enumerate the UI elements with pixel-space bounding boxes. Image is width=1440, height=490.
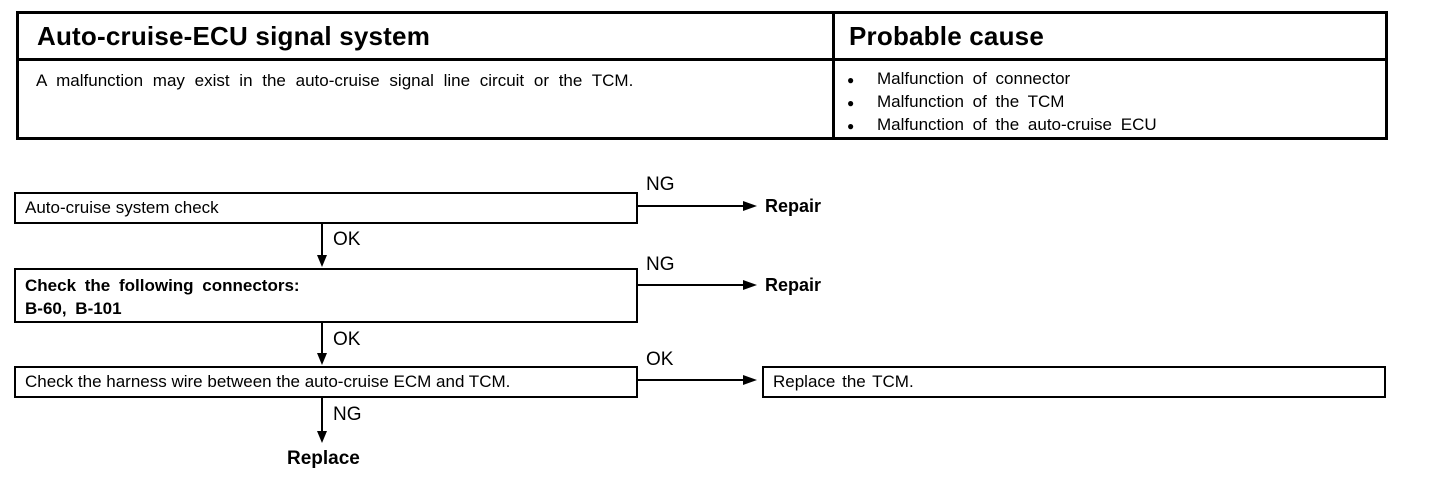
ng-label-step-3: NG [333, 404, 362, 425]
cause-text: Malfunction of connector [877, 69, 1071, 88]
arrow-line [321, 398, 323, 431]
arrow-head-icon [743, 201, 757, 211]
ng-label-step-1: NG [646, 174, 675, 195]
bullet-icon: ● [847, 96, 855, 110]
arrow-head-icon [743, 375, 757, 385]
header-table: Auto-cruise-ECU signal system Probable c… [16, 11, 1388, 140]
flow-step-2-box: Check the following connectors: B-60, B-… [14, 268, 638, 323]
ng-label-step-2: NG [646, 254, 675, 275]
probable-cause-title: Probable cause [849, 21, 1044, 51]
bullet-icon: ● [847, 73, 855, 87]
replace-tcm-box: Replace the TCM. [762, 366, 1386, 398]
arrow-line [638, 379, 743, 381]
replace-action-final: Replace [287, 448, 360, 469]
table-column-divider [832, 14, 835, 137]
arrow-down-step-2 [316, 323, 328, 365]
cause-item: ● Malfunction of the auto-cruise ECU [847, 114, 1387, 137]
system-title: Auto-cruise-ECU signal system [37, 21, 431, 51]
repair-action-step-2: Repair [765, 275, 822, 295]
arrow-head-icon [743, 280, 757, 290]
replace-tcm-label: Replace the TCM. [773, 372, 914, 391]
ok-label-step-3: OK [646, 349, 674, 370]
flow-step-3-label: Check the harness wire between the auto-… [25, 372, 511, 391]
arrow-line [638, 284, 743, 286]
arrow-head-icon [317, 255, 327, 267]
flow-step-2-label-line2: B-60, B-101 [25, 299, 122, 318]
arrow-line [321, 323, 323, 353]
probable-cause-list: ● Malfunction of connector ● Malfunction… [847, 68, 1387, 137]
cause-item: ● Malfunction of the TCM [847, 91, 1387, 114]
arrow-right-step-2 [638, 279, 757, 291]
arrow-line [638, 205, 743, 207]
bullet-icon: ● [847, 119, 855, 133]
flow-step-1-box: Auto-cruise system check [14, 192, 638, 224]
flow-step-1-label: Auto-cruise system check [25, 198, 219, 217]
arrow-head-icon [317, 353, 327, 365]
arrow-down-step-1 [316, 224, 328, 267]
arrow-right-step-3 [638, 374, 757, 386]
arrow-down-step-3 [316, 398, 328, 443]
cause-text: Malfunction of the TCM [877, 92, 1065, 111]
cause-text: Malfunction of the auto-cruise ECU [877, 115, 1157, 134]
ok-label-step-1: OK [333, 229, 361, 250]
repair-action-step-1: Repair [765, 196, 822, 216]
arrow-line [321, 224, 323, 255]
ok-label-step-2: OK [333, 329, 361, 350]
table-row-divider [19, 58, 1385, 61]
flow-step-2-label-line1: Check the following connectors: [25, 276, 300, 295]
cause-item: ● Malfunction of connector [847, 68, 1387, 91]
arrow-right-step-1 [638, 200, 757, 212]
arrow-head-icon [317, 431, 327, 443]
system-description: A malfunction may exist in the auto-crui… [36, 71, 634, 90]
flow-step-3-box: Check the harness wire between the auto-… [14, 366, 638, 398]
